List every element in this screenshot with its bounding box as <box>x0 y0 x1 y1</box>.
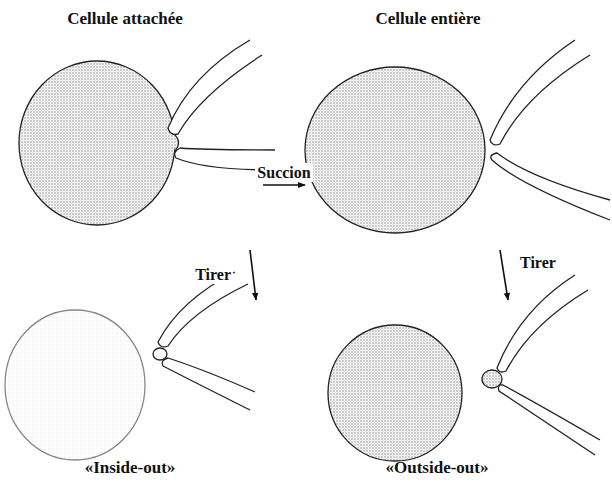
pipette-wall <box>162 358 255 410</box>
configuration-heading: «Outside-out» <box>386 458 489 478</box>
pipette-wall <box>497 275 588 372</box>
cell <box>5 310 145 460</box>
cell-configuration: «Inside-out» <box>5 300 260 482</box>
arrow-connector <box>263 184 305 186</box>
cell-configuration: «Outside-out» <box>305 300 605 482</box>
cell <box>19 61 175 225</box>
arrow-label: Succion <box>255 163 312 182</box>
pipette-wall <box>490 40 590 145</box>
cell <box>305 67 485 233</box>
pipette-wall <box>499 385 601 455</box>
arrow-connector <box>250 250 256 300</box>
cell-configuration: Cellule attachée <box>5 5 263 250</box>
arrow-connector <box>500 250 508 300</box>
configuration-heading: Cellule entière <box>376 9 481 29</box>
configuration-heading: Cellule attachée <box>67 9 183 29</box>
pipette-wall <box>168 40 262 134</box>
cell-configuration: Cellule entière <box>305 5 605 250</box>
cell <box>328 325 462 461</box>
membrane-vesicle <box>153 348 167 360</box>
configuration-heading: «Inside-out» <box>85 458 176 478</box>
membrane-vesicle <box>482 370 502 388</box>
arrow-label: Tirer <box>193 265 233 284</box>
arrow-label: Tirer <box>518 253 558 272</box>
pipette-wall <box>491 153 610 220</box>
